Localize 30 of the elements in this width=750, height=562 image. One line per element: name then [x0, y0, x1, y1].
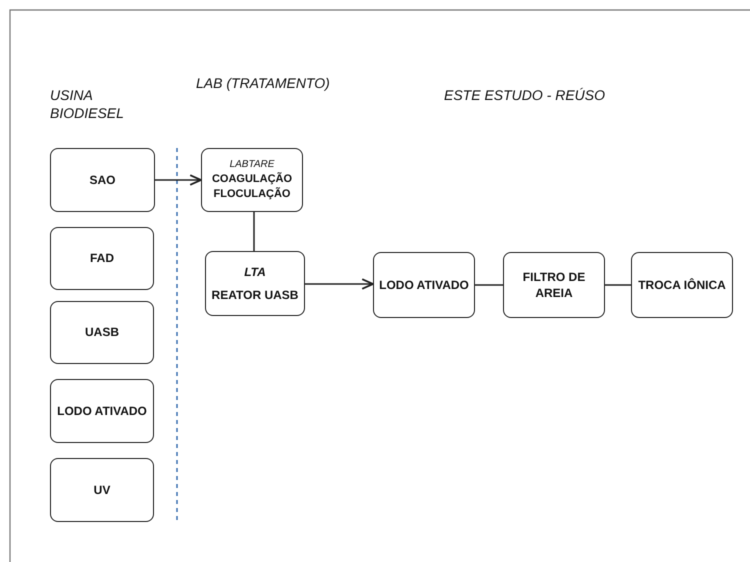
process-box: [50, 458, 154, 522]
box-heading: LTA: [244, 264, 266, 280]
box-label: SAO: [89, 172, 116, 188]
box-label: UV: [94, 482, 110, 498]
box-label: FILTRO DE AREIA: [522, 268, 586, 302]
column-heading: ESTE ESTUDO - REÚSO: [444, 86, 606, 104]
process-box: [205, 251, 305, 316]
process-box: [50, 227, 154, 290]
box-heading: LABTARE: [230, 158, 274, 172]
box-label: FAD: [90, 250, 114, 267]
arrow: [305, 278, 374, 290]
process-box: [50, 148, 155, 212]
box-label: LODO ATIVADO: [379, 276, 469, 294]
connector-line: [605, 284, 631, 286]
box-label: REATOR UASB: [212, 286, 298, 303]
box-label: TROCA IÔNICA: [638, 276, 726, 294]
box-label: UASB: [84, 324, 119, 341]
connector-line: [253, 212, 255, 251]
process-box: [50, 379, 154, 443]
connector-line: [475, 284, 503, 286]
process-box: [50, 301, 154, 364]
process-box: [503, 252, 605, 318]
column-heading: LAB (TRATAMENTO): [196, 74, 331, 92]
process-box: [201, 148, 303, 212]
box-label: COAGULAÇÃO FLOCULAÇÃO: [210, 172, 294, 202]
arrow: [155, 174, 202, 186]
box-label: LODO ATIVADO: [57, 402, 147, 420]
process-box: [373, 252, 475, 318]
process-box: [631, 252, 733, 318]
column-heading: USINA BIODIESEL: [50, 86, 125, 122]
